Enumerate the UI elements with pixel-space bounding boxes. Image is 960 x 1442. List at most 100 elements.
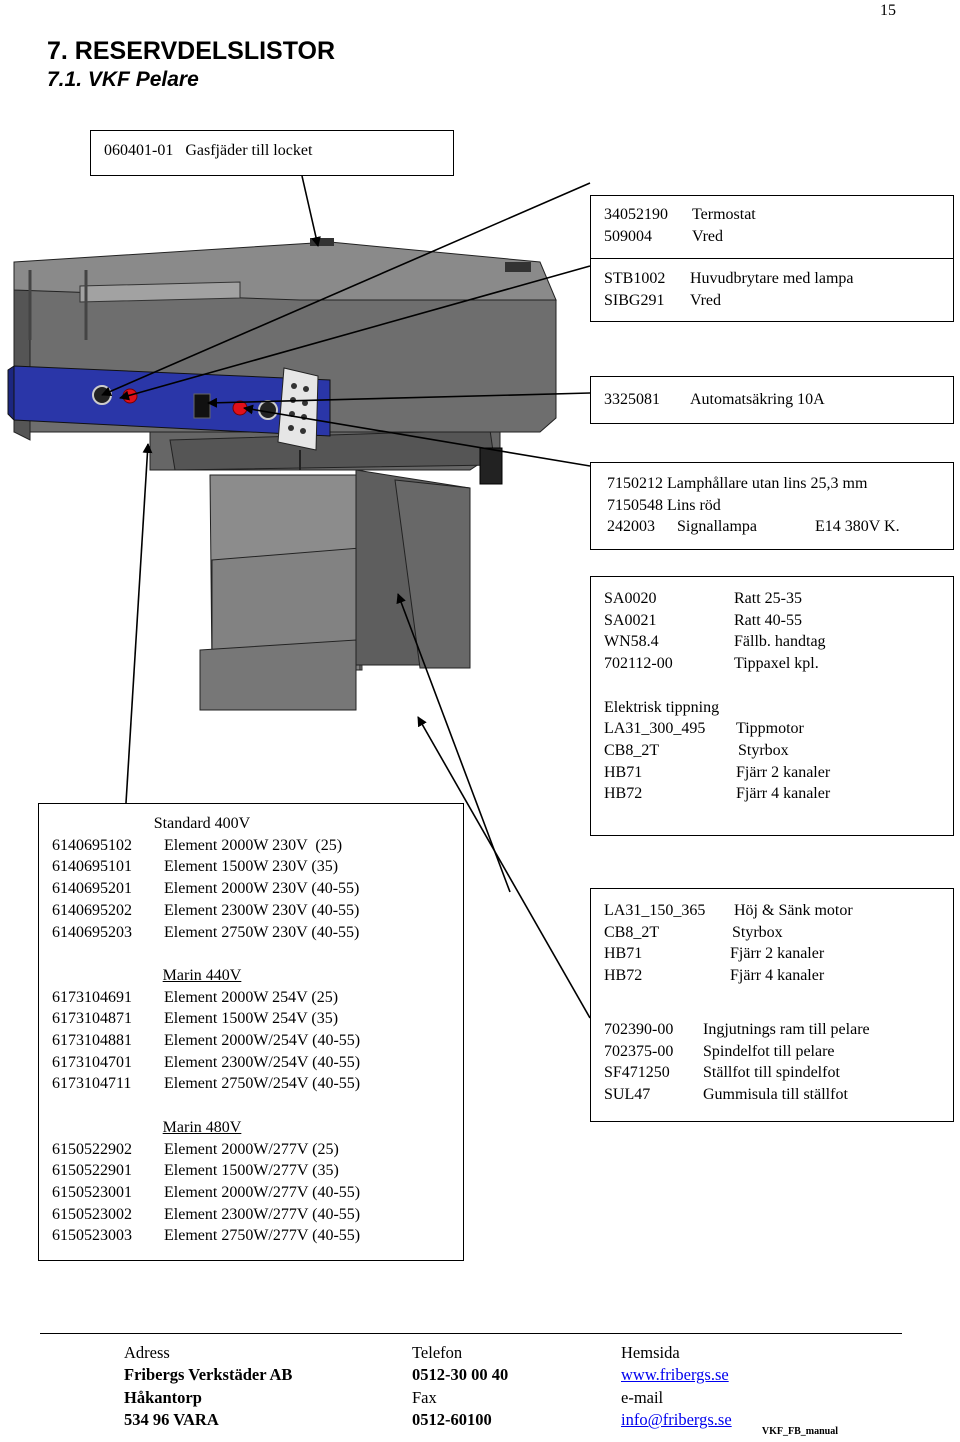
part-code: SA0021 <box>604 611 657 629</box>
part-desc: Höj & Sänk motor <box>734 902 853 919</box>
part-code: SF471250 <box>604 1064 670 1082</box>
part-desc: Ställfot till spindelfot <box>703 1064 840 1082</box>
page-number: 15 <box>880 2 896 19</box>
part-desc: Spindelfot till pelare <box>703 1042 835 1060</box>
part-desc: Element 2300W/254V (40-55) <box>164 1053 361 1071</box>
email-link[interactable]: info@fribergs.se <box>621 1409 732 1429</box>
part-code: 702112-00 <box>604 655 673 673</box>
footer-rule <box>40 1333 902 1334</box>
part-desc: Element 1500W 254V (35) <box>164 1010 339 1028</box>
part-desc: Styrbox <box>732 923 783 941</box>
part-code: CB8_2T <box>604 923 660 941</box>
part-code: 6150523001 <box>52 1183 132 1201</box>
part-desc: Vred <box>692 227 724 245</box>
part-code: STB1002 <box>604 270 666 287</box>
part-code: 6173104871 <box>52 1010 132 1028</box>
part-desc: Tippaxel kpl. <box>734 655 819 673</box>
phone-number: 0512-30 00 40 <box>412 1365 509 1385</box>
part-code: HB71 <box>604 945 643 963</box>
website-link[interactable]: www.fribergs.se <box>621 1365 729 1385</box>
postal-town: 534 96 VARA <box>124 1409 219 1429</box>
part-desc: Signallampa <box>677 518 757 536</box>
lamp-line: 7150548 Lins röd <box>607 496 721 514</box>
breaker-box: 3325081 Automatsäkring 10A <box>590 376 954 424</box>
part-desc: Element 2300W 230V (40-55) <box>164 901 360 919</box>
street: Håkantorp <box>124 1387 202 1407</box>
part-code: SA0020 <box>604 590 657 607</box>
part-code: HB72 <box>604 967 643 985</box>
part-desc: Element 2000W 230V (25) <box>164 836 343 854</box>
part-code: 509004 <box>604 227 652 245</box>
part-desc: Fjärr 2 kanaler <box>730 945 825 963</box>
part-desc: Automatsäkring 10A <box>690 391 825 408</box>
footer-web: Hemsida www.fribergs.se e-mail info@frib… <box>621 1342 732 1431</box>
part-code: 6150523003 <box>52 1227 132 1245</box>
company-name: Fribergs Verkstäder AB <box>124 1365 293 1385</box>
pointer-lines <box>101 175 591 1019</box>
footer-address: Adress Fribergs Verkstäder AB Håkantorp … <box>124 1342 292 1431</box>
group-title: Standard 400V <box>153 815 251 832</box>
part-code: 6173104881 <box>52 1032 132 1050</box>
part-desc: Ingjutnings ram till pelare <box>703 1020 870 1038</box>
fax-number: 0512-60100 <box>412 1409 492 1429</box>
part-code: 702390-00 <box>604 1020 674 1038</box>
footer-phone: Telefon 0512-30 00 40 Fax 0512-60100 <box>412 1342 508 1431</box>
part-code: HB71 <box>604 763 643 781</box>
part-code: HB72 <box>604 785 643 803</box>
part-desc: Fjärr 4 kanaler <box>736 785 831 803</box>
footer-label: Hemsida <box>621 1343 680 1362</box>
part-desc: Element 2750W/277V (40-55) <box>164 1227 361 1245</box>
lamp-line: 7150212 Lamphållare utan lins 25,3 mm <box>607 475 868 492</box>
column-cabinet <box>199 469 471 711</box>
gas-spring-box: 060401-01 Gasfjäder till locket <box>90 130 454 176</box>
tipping-title: Elektrisk tippning <box>604 698 720 716</box>
part-desc: Fjärr 4 kanaler <box>730 967 825 985</box>
part-desc: Ratt 40-55 <box>734 611 802 629</box>
part-code: LA31_150_365 <box>604 902 706 919</box>
knobs-tipping-box: SA0020 Ratt 25-35 SA0021 Ratt 40-55 WN58.4… <box>590 576 954 836</box>
part-desc: Gummisula till ställfot <box>703 1085 848 1103</box>
part-code: 34052190 <box>604 206 668 223</box>
footer-label: Adress <box>124 1343 170 1362</box>
part-code: 6173104691 <box>52 988 132 1006</box>
part-desc: Element 2750W 230V (40-55) <box>164 923 360 941</box>
footer-label: e-mail <box>621 1387 664 1407</box>
part-code: 6173104701 <box>52 1053 132 1071</box>
part-desc: Element 2000W 230V (40-55) <box>164 880 360 898</box>
part-code: LA31_300_495 <box>604 720 706 738</box>
part-desc: Element 2000W/277V (25) <box>164 1140 339 1158</box>
part-code: 6173104711 <box>52 1075 132 1093</box>
part-code: 242003 <box>607 518 655 536</box>
part-code: 3325081 <box>604 391 660 408</box>
part-desc: Element 1500W/277V (35) <box>164 1162 339 1180</box>
part-code: 6140695102 <box>52 836 132 854</box>
subsection-heading: 7.1. VKF Pelare <box>47 68 199 91</box>
part-desc: Element 2000W/277V (40-55) <box>164 1183 361 1201</box>
part-desc: Tippmotor <box>736 720 804 738</box>
lift-frame-box: LA31_150_365 Höj & Sänk motor CB8_2T Styrb… <box>590 888 954 1122</box>
section-heading: 7. RESERVDELSLISTOR <box>47 37 336 65</box>
part-desc: Ratt 25-35 <box>734 590 802 607</box>
part-spec: E14 380V K. <box>815 518 900 536</box>
part-code: SIBG291 <box>604 291 665 309</box>
group-title: Marin 440V <box>162 966 242 984</box>
part-code: SUL47 <box>604 1085 651 1103</box>
part-code: 6140695101 <box>52 858 132 876</box>
part-code: 6140695201 <box>52 880 132 898</box>
part-desc: Element 2000W 254V (25) <box>164 988 339 1006</box>
part-code: CB8_2T <box>604 741 660 759</box>
part-code: 6150523002 <box>52 1205 132 1223</box>
gas-spring-text: 060401-01 Gasfjäder till locket <box>104 142 313 159</box>
part-desc: Fällb. handtag <box>734 633 826 651</box>
part-code: WN58.4 <box>604 633 659 651</box>
part-code: 6140695203 <box>52 923 132 941</box>
part-desc: Element 1500W 230V (35) <box>164 858 339 876</box>
footer-label: Telefon <box>412 1343 463 1362</box>
part-code: 6150522902 <box>52 1140 132 1158</box>
part-desc: Styrbox <box>738 741 789 759</box>
part-desc: Huvudbrytare med lampa <box>690 270 854 287</box>
